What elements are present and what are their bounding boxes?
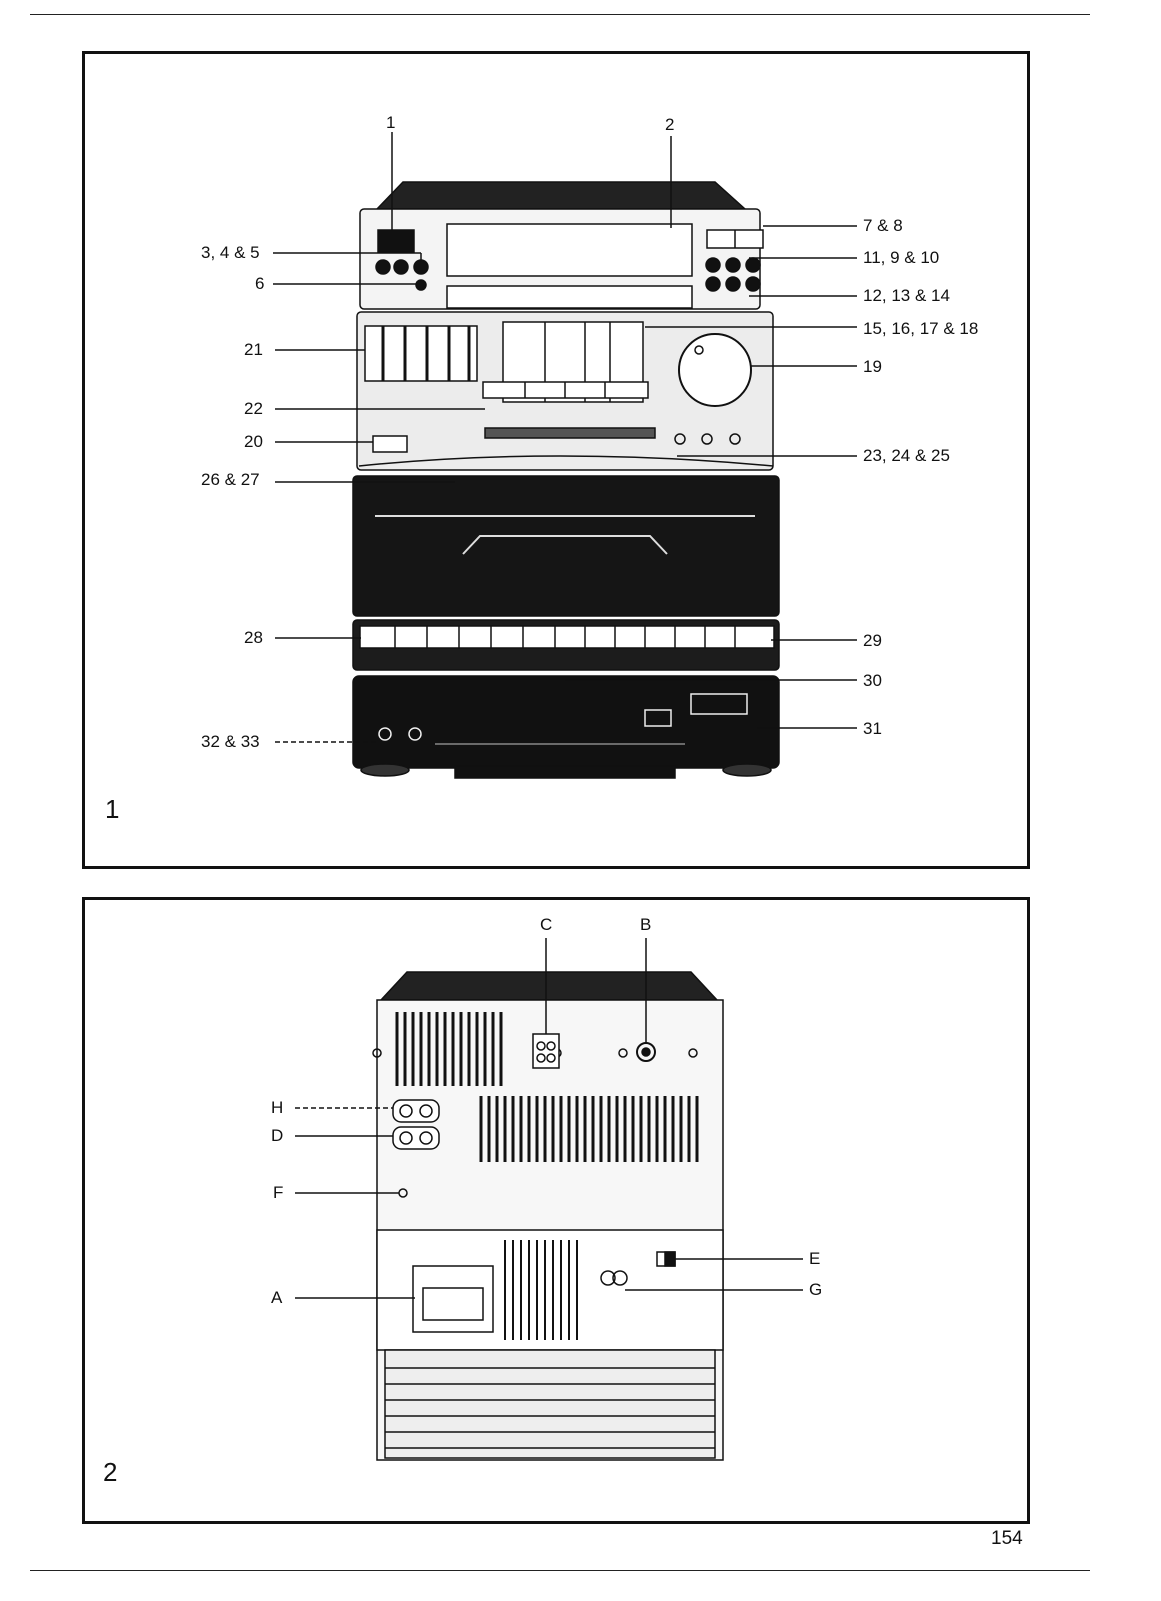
figure-1-number: 1 bbox=[105, 794, 120, 824]
callout-12-13-14: 12, 13 & 14 bbox=[863, 286, 950, 305]
callout-26-27: 26 & 27 bbox=[201, 470, 260, 489]
callout-f: F bbox=[273, 1183, 284, 1202]
page-number: 154 bbox=[991, 1528, 1023, 1549]
callout-c: C bbox=[540, 915, 553, 934]
stereo-front-view-drawing bbox=[273, 132, 857, 779]
callout-15-16-17-18: 15, 16, 17 & 18 bbox=[863, 319, 979, 338]
callout-32-33: 32 & 33 bbox=[201, 732, 260, 751]
callout-22: 22 bbox=[244, 399, 263, 418]
callout-11-9-10: 11, 9 & 10 bbox=[863, 248, 940, 267]
callout-20: 20 bbox=[244, 432, 263, 451]
callout-d: D bbox=[271, 1126, 284, 1145]
callout-1: 1 bbox=[386, 113, 396, 132]
callout-6: 6 bbox=[255, 274, 265, 293]
bottom-rule bbox=[30, 1570, 1090, 1571]
callout-19: 19 bbox=[863, 357, 882, 376]
callout-2: 2 bbox=[665, 115, 675, 134]
callout-g: G bbox=[809, 1280, 823, 1299]
callout-29: 29 bbox=[863, 631, 882, 650]
callout-b: B bbox=[640, 915, 652, 934]
callout-31: 31 bbox=[863, 719, 882, 738]
callout-23-24-25: 23, 24 & 25 bbox=[863, 446, 950, 465]
callout-7-8: 7 & 8 bbox=[863, 216, 903, 235]
callout-28: 28 bbox=[244, 628, 263, 647]
figure-2-rear-panel: C B H D F E G A 2 bbox=[82, 897, 1030, 1524]
callout-e: E bbox=[809, 1249, 821, 1268]
top-rule bbox=[30, 14, 1090, 15]
callout-a: A bbox=[271, 1288, 283, 1307]
callout-3-4-5: 3, 4 & 5 bbox=[201, 243, 260, 262]
stereo-rear-view-drawing bbox=[295, 938, 803, 1461]
callout-h: H bbox=[271, 1098, 284, 1117]
callout-21: 21 bbox=[244, 340, 263, 359]
figure-1-front-panel: 1 2 3, 4 & 5 6 7 & 8 11, 9 & 10 12, 13 &… bbox=[82, 51, 1030, 869]
callout-30: 30 bbox=[863, 671, 882, 690]
figure-2-number: 2 bbox=[103, 1457, 118, 1487]
